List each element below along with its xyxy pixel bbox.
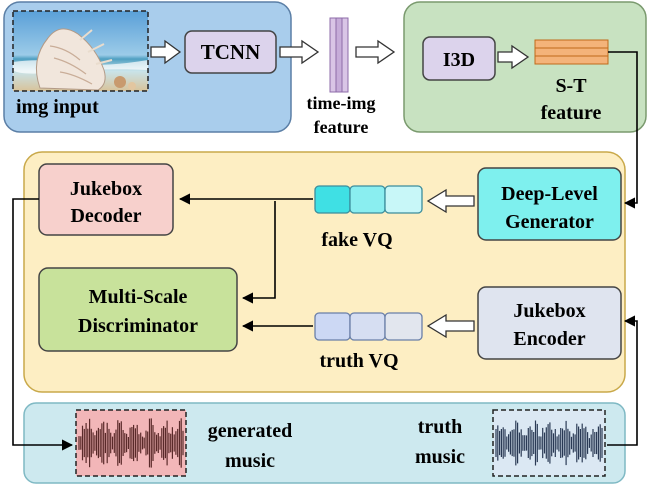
hollow-arrows: [150, 39, 530, 339]
i3d-box: [422, 36, 496, 81]
line-arrows: [12, 51, 638, 451]
jukebox-encoder-label-line2: Encoder: [513, 328, 585, 350]
st-feature-label-line2: feature: [541, 102, 602, 124]
i3d-label: I3D: [443, 49, 475, 71]
generated-music-waveform: [78, 418, 184, 468]
multi-scale-discriminator-label-line1: Multi-Scale: [89, 286, 188, 308]
arrow-truth-music-to-encoder: [607, 315, 638, 446]
deep-level-generator-label-line2: Generator: [505, 211, 594, 233]
deep-level-generator-box: [477, 167, 622, 241]
generated-music-label-line2: music: [225, 450, 275, 472]
deep-level-generator-label-line1: Deep-Level: [501, 183, 598, 205]
tcnn-box: [184, 30, 277, 74]
truth-music-label-line2: music: [415, 446, 465, 468]
jukebox-decoder-label-line2: Decoder: [70, 205, 141, 227]
multi-scale-discriminator-box: [38, 267, 238, 352]
truth-vq-label: truth VQ: [319, 350, 398, 372]
time-img-feature-label-line1: time-img: [307, 93, 376, 113]
jukebox-encoder-box: [477, 286, 622, 360]
truth-music-label-line1: truth: [418, 416, 462, 438]
arrow-encoder-to-truth-vq: [426, 313, 475, 339]
fake-vq-blocks: [314, 185, 423, 214]
arrow-generator-to-fake-vq: [426, 188, 475, 214]
truth-vq-blocks: [314, 312, 423, 341]
fake-vq-label: fake VQ: [321, 229, 392, 251]
multi-scale-discriminator-label-line2: Discriminator: [78, 315, 198, 337]
generated-music-label-line1: generated: [208, 420, 292, 442]
arrow-decoder-to-generated-music: [12, 198, 74, 451]
st-feature-label-line1: S-T: [555, 75, 587, 97]
arrow-tcnn-to-feature: [279, 39, 320, 65]
tcnn-label: TCNN: [201, 40, 261, 64]
arrow-i3d-to-st-feature: [497, 44, 530, 70]
arrow-image-to-tcnn: [150, 39, 182, 65]
time-img-feature-bars: [329, 17, 349, 93]
img-input-label: img input: [16, 96, 99, 118]
i3d-panel: [403, 1, 647, 133]
truth-music-waveform: [495, 420, 603, 466]
st-feature-bar: [534, 39, 609, 65]
arrow-feature-to-i3d: [355, 39, 396, 65]
input-image: [12, 10, 149, 92]
arrow-fake-vq-to-discriminator: [241, 201, 276, 304]
time-img-feature-label-line2: feature: [314, 117, 369, 137]
jukebox-decoder-label-line1: Jukebox: [70, 178, 142, 200]
jukebox-encoder-label-line1: Jukebox: [513, 300, 585, 322]
arrow-st-feature-to-generator: [608, 51, 638, 209]
